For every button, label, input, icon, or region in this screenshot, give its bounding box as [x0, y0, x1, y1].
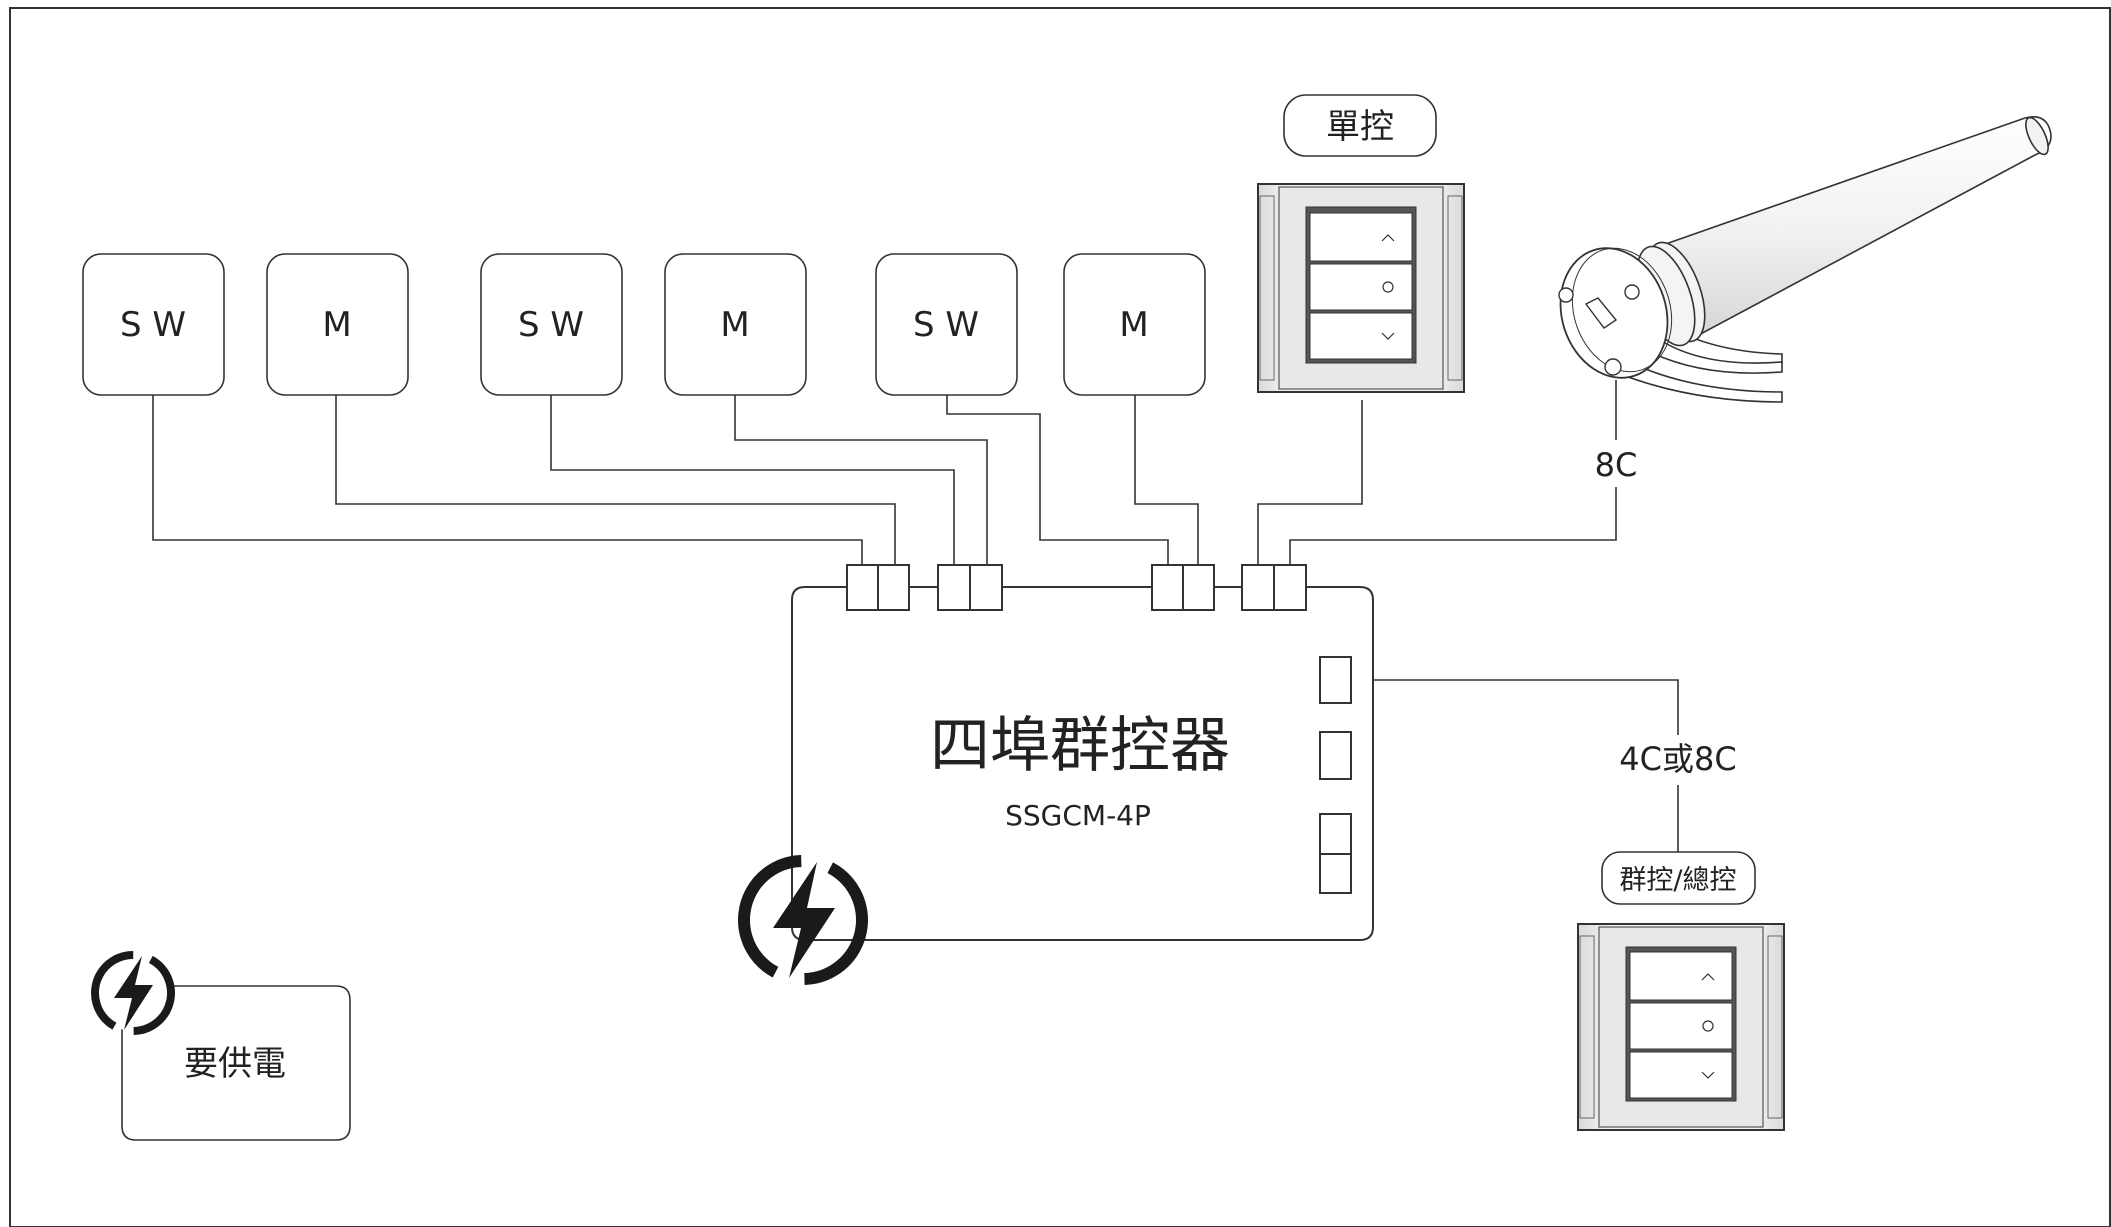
port-d-left	[1241, 564, 1275, 611]
down-arrow-icon	[1381, 332, 1395, 340]
side-port-3-bottom	[1319, 853, 1352, 894]
controller-body	[791, 586, 1374, 941]
up-arrow-icon	[1381, 234, 1395, 242]
controller-title: 四埠群控器	[930, 711, 1230, 781]
wire-sw1	[152, 395, 863, 565]
switch-device-2: S W	[480, 253, 623, 396]
motor-head	[1559, 247, 1669, 379]
group-controller: 四埠群控器 SSGCM-4P	[738, 564, 1374, 985]
device-label: S W	[913, 305, 979, 345]
device-row: S W M S W M S W M	[82, 253, 1206, 396]
single-control-label: 單控	[1326, 107, 1394, 147]
single-control-panel	[1257, 183, 1465, 393]
wire-sw2	[550, 395, 955, 565]
stop-circle-icon	[1382, 281, 1394, 293]
device-label: M	[322, 305, 351, 345]
motor-cable	[1613, 359, 1783, 403]
group-control-label-box	[1601, 851, 1756, 905]
wire-tube-motor-lower	[1289, 487, 1617, 565]
legend-label: 要供電	[184, 1044, 286, 1084]
legend-box	[121, 985, 351, 1141]
top-ports	[846, 564, 1307, 611]
tube-motor: 8C	[1558, 116, 2052, 484]
device-label: M	[720, 305, 749, 345]
motor-device-1: M	[266, 253, 409, 396]
switch-device-1: S W	[82, 253, 225, 396]
down-arrow-icon	[1701, 1071, 1715, 1079]
single-stop-button[interactable]	[1309, 263, 1413, 311]
motor-cable	[1648, 338, 1783, 374]
motor-tube	[1658, 116, 2052, 339]
single-up-button[interactable]	[1309, 212, 1413, 262]
side-port-3-top	[1319, 813, 1352, 855]
up-arrow-icon	[1701, 973, 1715, 981]
group-stop-button[interactable]	[1629, 1002, 1733, 1050]
device-label: S W	[120, 305, 186, 345]
device-label: M	[1119, 305, 1148, 345]
port-a-right	[877, 564, 910, 611]
side-port-2	[1319, 731, 1352, 780]
port-b-right	[969, 564, 1003, 611]
stop-circle-icon	[1702, 1020, 1714, 1032]
controller-model: SSGCM-4P	[1005, 799, 1151, 832]
group-down-button[interactable]	[1629, 1051, 1733, 1099]
side-ports	[1319, 656, 1352, 894]
outer-frame	[9, 7, 2111, 1227]
group-control-cable-label: 4C或8C	[1619, 740, 1736, 778]
group-control-label: 群控/總控	[1619, 865, 1736, 896]
side-port-1	[1319, 656, 1352, 704]
switch-device-3: S W	[875, 253, 1018, 396]
group-control-panel	[1577, 923, 1785, 1131]
wire-sw3	[946, 395, 1169, 565]
wire-m1	[335, 395, 896, 565]
port-d-right	[1273, 564, 1307, 611]
legend: 要供電	[91, 951, 351, 1141]
group-control: 4C或8C 群控/總控	[1577, 740, 1785, 1131]
device-label: S W	[518, 305, 584, 345]
port-b-left	[937, 564, 971, 611]
group-up-button[interactable]	[1629, 951, 1733, 1001]
port-a-left	[846, 564, 879, 611]
wire-group-control-upper	[1350, 679, 1679, 735]
motor-device-2: M	[664, 253, 807, 396]
wire-m3	[1134, 395, 1199, 565]
single-control-label-box	[1283, 94, 1437, 157]
single-control: 單控	[1257, 94, 1465, 393]
lightning-bolt-icon	[91, 951, 175, 1035]
single-down-button[interactable]	[1309, 312, 1413, 360]
port-c-right	[1182, 564, 1215, 611]
wires	[152, 395, 1679, 852]
motor-tube-end	[2025, 116, 2049, 156]
tube-motor-cable-label: 8C	[1595, 446, 1638, 484]
motor-device-3: M	[1063, 253, 1206, 396]
lightning-bolt-icon	[738, 855, 868, 985]
wire-single-control	[1257, 400, 1363, 565]
wire-m2	[734, 395, 988, 565]
port-c-left	[1151, 564, 1184, 611]
